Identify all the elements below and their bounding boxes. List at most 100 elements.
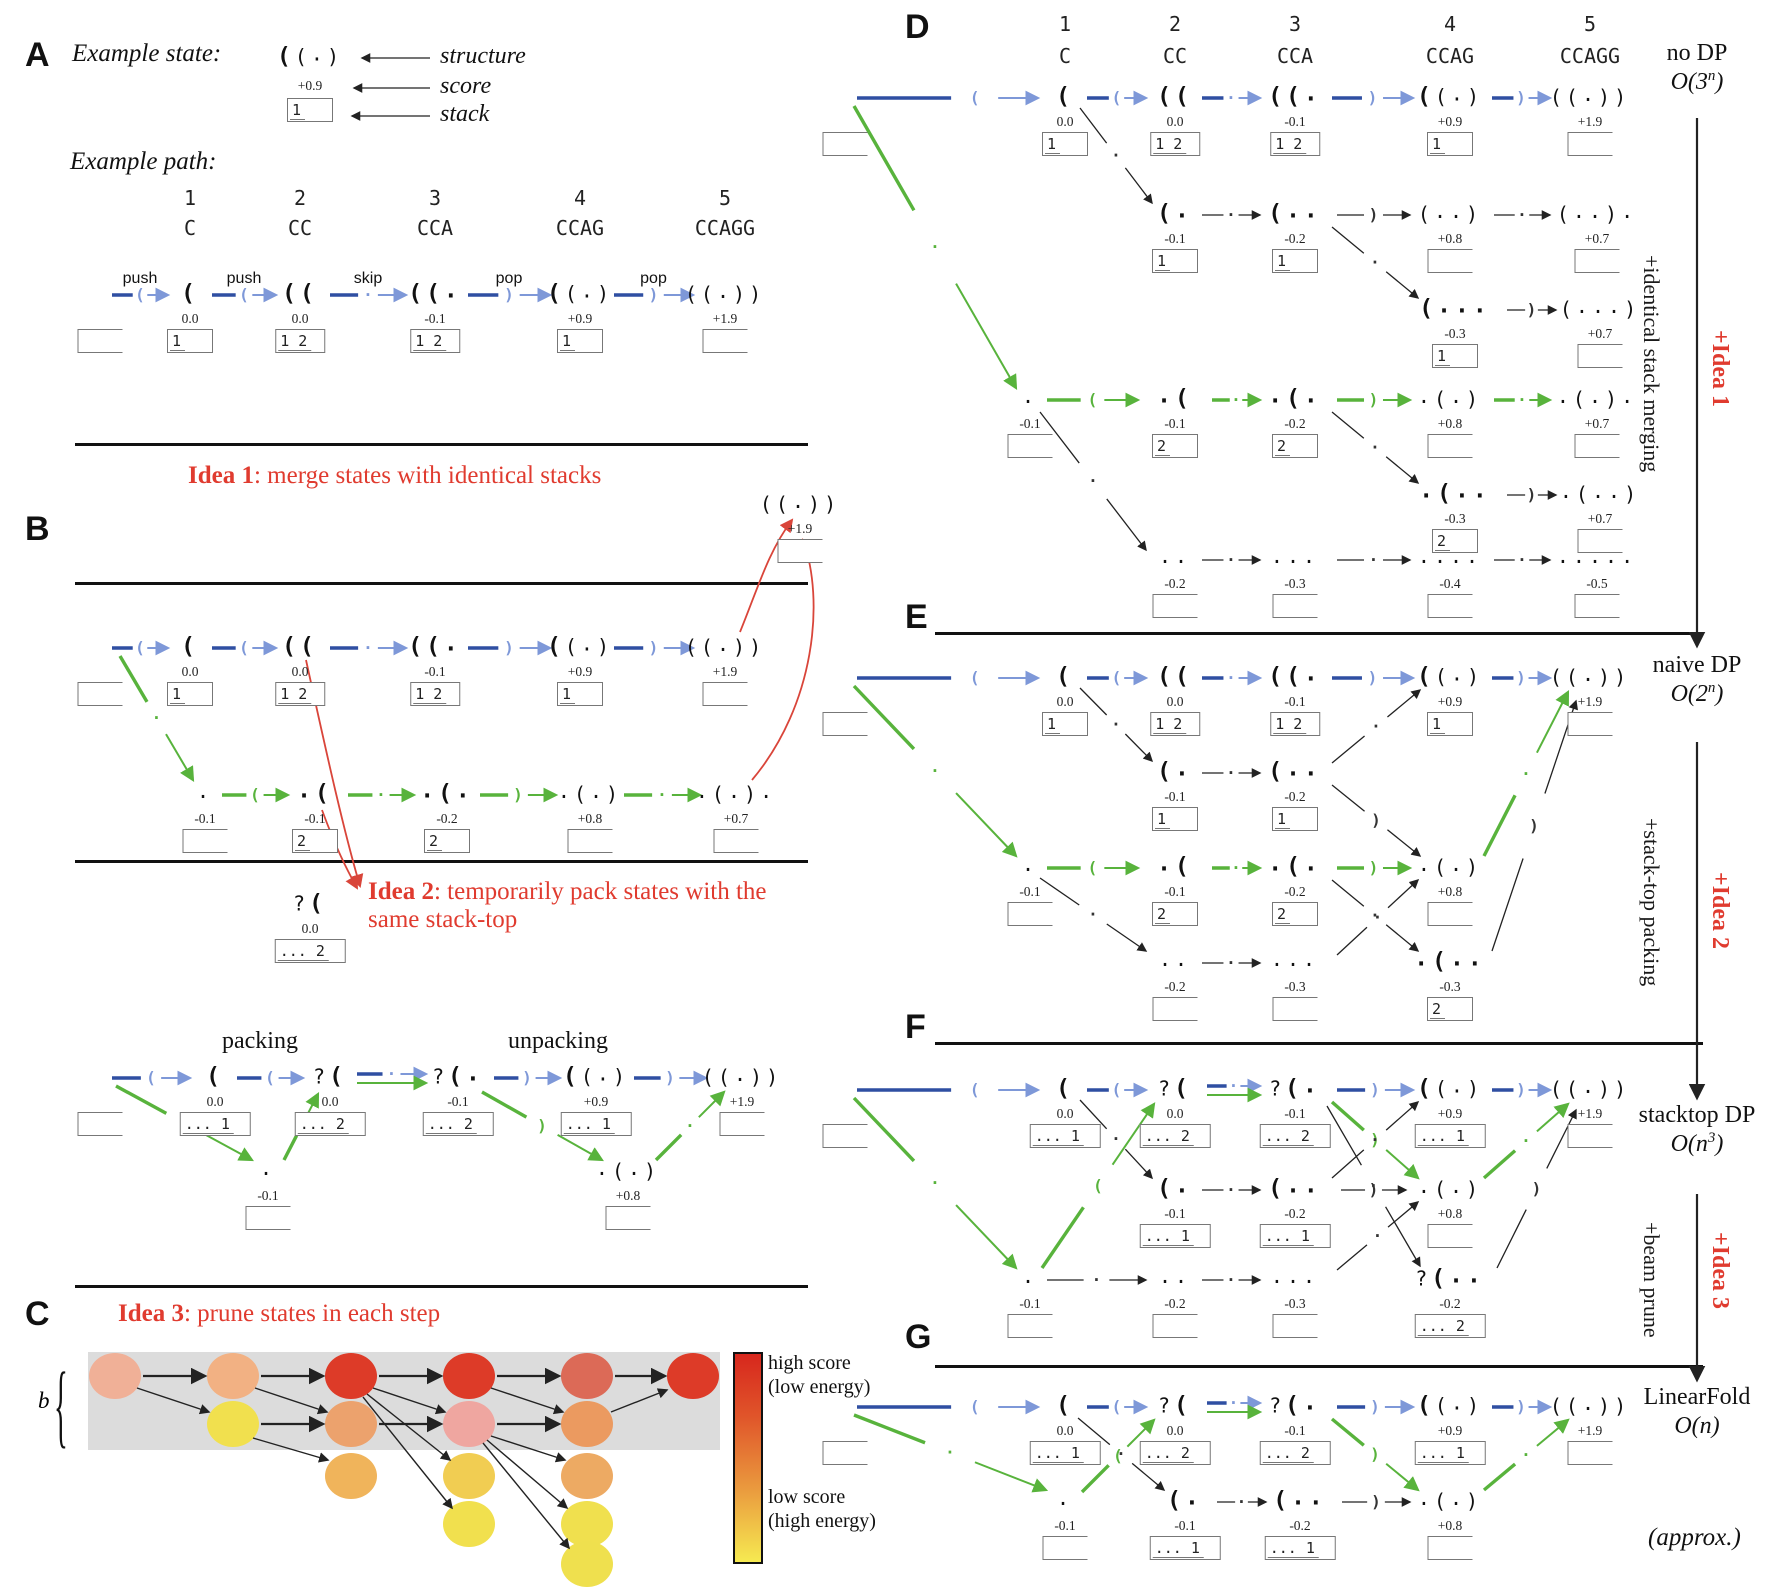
struct-char: . [595,1155,612,1180]
stack-value: 1 [1045,136,1061,154]
beam-state-circle [443,1501,495,1547]
struct-char: . [1450,661,1467,686]
score-text: 0.0 [1166,1423,1184,1438]
edge-glyph: · [152,708,162,727]
beam-state-circle [561,1541,613,1587]
edge-arrow [482,1442,570,1550]
structure-text: ((.)) [702,1062,782,1089]
struct-char: ( [1175,663,1193,690]
score-text: +0.7 [723,811,749,826]
structure-text: ?(. [432,1060,484,1090]
stack-box [77,329,123,353]
structure-text: (.. [1268,198,1322,227]
stack-box [1152,997,1198,1021]
struct-char: . [1417,851,1434,876]
edge-glyph: · [1371,717,1381,736]
struct-char: ( [1175,83,1193,110]
struct-char: ( [1286,663,1304,690]
struct-char: . [310,41,327,66]
complexity-stacktop-dp: O(n3) [1612,1130,1766,1158]
structure-text: ((.)) [1549,82,1630,109]
legend-low-1: low score [768,1486,846,1508]
edge-arrow [362,1396,453,1510]
edge-glyph: · [1373,908,1383,927]
edge-glyph: ( [970,668,980,687]
struct-char: . [1308,1484,1327,1511]
stack-value: 1 [560,686,576,704]
struct-char: . [1286,755,1304,782]
sequence-prefix: CCA [1276,44,1314,68]
stack-box [1427,249,1473,273]
struct-char: . [760,778,777,803]
struct-char: ( [1575,481,1592,506]
structure-text: .(.). [1556,383,1637,411]
struct-char: . [466,1060,484,1087]
stack-box: 1 2 [1150,712,1200,736]
struct-char: ( [684,634,701,659]
struct-char: . [1417,1485,1434,1510]
struct-char: . [1417,1173,1434,1198]
struct-char: ( [1174,1392,1192,1419]
divider-idea1 [75,582,808,585]
edge-arrow [1496,1209,1527,1269]
struct-char: ( [1565,1393,1582,1418]
score-text: 0.0 [291,311,309,326]
o-sup: n [1707,680,1716,696]
structure-text: (...) [1560,294,1640,321]
structure-text: .(. [1268,383,1322,412]
struct-char: . [1286,946,1304,971]
structure-text: ?(. [1269,1390,1321,1419]
struct-char: ( [1056,83,1074,110]
struct-char: . [1588,543,1606,568]
edge-glyph: · [930,761,940,780]
stack-box: ... 2 [294,1112,366,1136]
idea1-rest: : merge states with identical stacks [253,462,602,489]
stack-box [1272,997,1318,1021]
structure-text: .(.. [1414,946,1485,975]
stack-box [1272,1314,1318,1338]
score-text: +1.9 [712,664,738,679]
stack-box: 2 [1152,434,1198,458]
packing-label: packing [222,1028,298,1054]
edge-arrow [1546,1108,1577,1169]
struct-char: ( [300,633,318,660]
structure-text: ?( [313,1064,347,1090]
edge-arrow [852,1096,916,1163]
struct-char: ( [1285,1075,1304,1102]
step-number: 3 [428,186,442,210]
edge-arrow [481,1090,528,1119]
stack-box: ... 1 [1029,1441,1101,1465]
score-text: -0.2 [1284,231,1306,246]
struct-char: ( [700,281,717,306]
edge-arrow [486,1439,569,1510]
structure-text: (. [1167,1485,1203,1514]
struct-char: . [1303,1263,1320,1288]
edge-glyph: ( [1113,1446,1123,1465]
step-number: 2 [293,186,307,210]
struct-char: ( [426,633,444,660]
divider-d-e [935,632,1703,635]
structure-text: (..). [1557,199,1637,226]
stack-box: 1 [1152,807,1198,831]
score-text: -0.3 [1284,576,1306,591]
struct-char: ( [547,280,565,307]
struct-char: . [1021,383,1039,408]
struct-char: . [420,777,439,804]
struct-char: . [1581,1390,1599,1415]
divider-idea2 [75,860,808,863]
struct-char: . [1556,383,1573,408]
stack-value: ... 1 [182,1116,234,1134]
struct-char: ( [1268,663,1287,690]
struct-char: ( [1572,386,1589,411]
edge-glyph: · [1226,763,1236,782]
structure-text: ((.) [1417,1391,1483,1419]
struct-char: ( [1549,84,1566,109]
score-text: 0.0 [1166,694,1184,709]
idea1-text: Idea 1: merge states with identical stac… [188,462,601,490]
sequence-prefix: CCA [416,216,454,240]
edge-glyph: · [1111,1129,1121,1148]
score-text: -0.1 [1284,694,1306,709]
sequence-prefix: CCAG [1425,44,1475,68]
o-pre: O(2 [1670,681,1708,707]
stack-value: 2 [1430,1001,1446,1019]
